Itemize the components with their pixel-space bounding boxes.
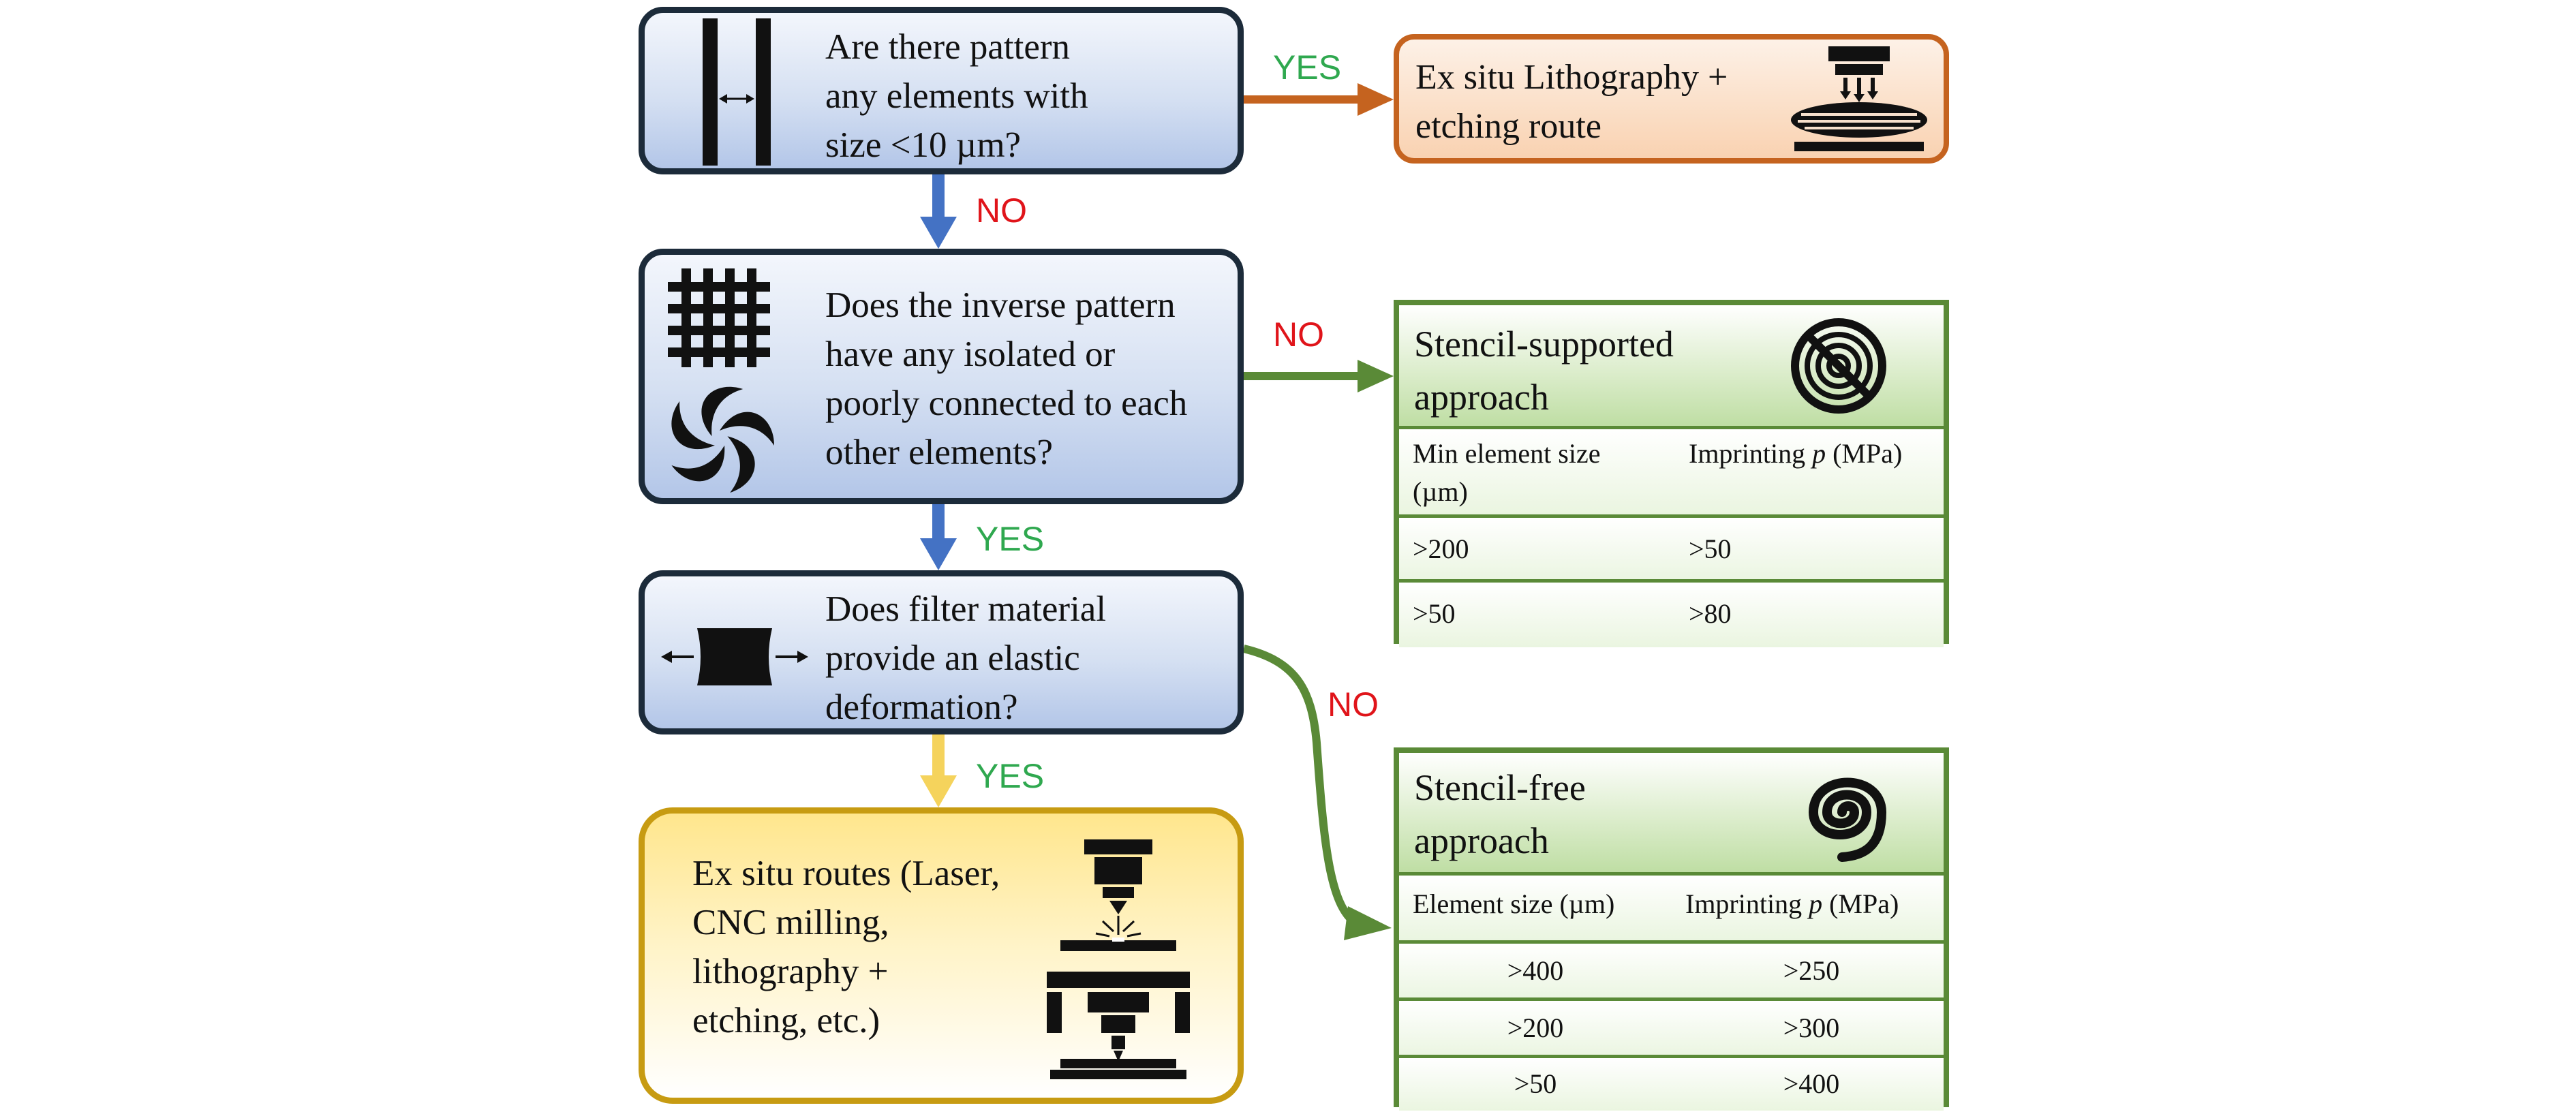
question-elastic-deformation: Does filter material provide an elastic …: [639, 570, 1244, 734]
table-header-row: Element size (µm) Imprinting p (MPa): [1399, 876, 1944, 940]
outcome-lithography-route: Ex situ Lithography + etching route: [1394, 34, 1949, 164]
header-cell: Imprinting p (MPa): [1689, 438, 1903, 469]
table-header-row: Min element size (µm) Imprinting p (MPa): [1399, 429, 1944, 514]
label-q3-no: NO: [1328, 685, 1379, 724]
question-small-elements: Are there pattern any elements with size…: [639, 7, 1244, 174]
label-q2-no: NO: [1273, 315, 1324, 354]
label-q2-yes: YES: [976, 520, 1045, 558]
header-cell: Imprinting p (MPa): [1685, 888, 1899, 919]
table-cell: >200: [1413, 533, 1469, 564]
spiral-icon: [1808, 777, 1887, 862]
table-row: >50 >400: [1399, 1055, 1944, 1111]
arrow-q3-no: [1242, 645, 1392, 940]
table-cell: >200: [1507, 1012, 1564, 1043]
stencil-supported-body: Min element size (µm) Imprinting p (MPa)…: [1399, 429, 1944, 647]
table-row: >200 >50: [1399, 514, 1944, 583]
lithography-route-text: Ex situ Lithography + etching route: [1415, 58, 1728, 146]
stencil-supported-title: Stencil-supported approach: [1414, 324, 1674, 418]
parallel-lines-icon: [703, 18, 771, 166]
arrow-q2-no: [1244, 360, 1394, 392]
stencil-free-table: Stencil-free approach Element size (µm) …: [1394, 747, 1949, 1111]
table-cell: >250: [1783, 955, 1840, 986]
table-row: >200 >300: [1399, 997, 1944, 1058]
cnc-mill-icon: [1047, 972, 1190, 1079]
table-cell: >50: [1514, 1068, 1557, 1099]
grid-icon: [668, 268, 770, 367]
stretch-icon: [661, 628, 808, 685]
stencil-supported-header: Stencil-supported approach: [1399, 305, 1944, 429]
table-cell: >400: [1783, 1068, 1840, 1099]
arrow-q1-yes: [1244, 83, 1394, 116]
question-3-text: Does filter material provide an elastic …: [825, 589, 1107, 727]
lithography-machine-icon: [1791, 46, 1927, 151]
question-1-text: Are there pattern any elements with size…: [825, 27, 1088, 165]
laser-machine-icon: [1060, 839, 1176, 951]
header-cell: Element size (µm): [1413, 888, 1615, 919]
stencil-free-body: Element size (µm) Imprinting p (MPa) >40…: [1399, 876, 1944, 1111]
table-cell: >400: [1507, 955, 1564, 986]
question-2-text: Does the inverse pattern have any isolat…: [825, 285, 1188, 472]
table-row: >400 >250: [1399, 940, 1944, 1001]
ex-situ-routes-text: Ex situ routes (Laser, CNC milling, lith…: [692, 854, 1000, 1040]
header-cell: Min element size (µm): [1413, 438, 1601, 507]
outcome-ex-situ-routes: Ex situ routes (Laser, CNC milling, lith…: [639, 807, 1244, 1104]
question-isolated-elements: Does the inverse pattern have any isolat…: [639, 249, 1244, 504]
label-q1-yes: YES: [1273, 48, 1342, 87]
arrow-q2-yes: [920, 504, 957, 570]
table-cell: >300: [1783, 1012, 1840, 1043]
stencil-free-title: Stencil-free approach: [1414, 767, 1586, 861]
label-q1-no: NO: [976, 191, 1027, 230]
table-cell: >50: [1413, 598, 1456, 629]
arrow-q3-yes: [920, 734, 957, 807]
stencil-free-header: Stencil-free approach: [1399, 753, 1944, 876]
table-cell: >80: [1689, 598, 1732, 629]
table-cell: >50: [1689, 533, 1732, 564]
no-stencil-spiral-icon: [1791, 318, 1886, 414]
swirl-icon: [671, 386, 774, 493]
arrow-q1-no: [920, 174, 957, 249]
label-q3-yes: YES: [976, 757, 1045, 795]
table-row: >50 >80: [1399, 579, 1944, 647]
stencil-supported-table: Stencil-supported approach Min element s…: [1394, 300, 1949, 647]
